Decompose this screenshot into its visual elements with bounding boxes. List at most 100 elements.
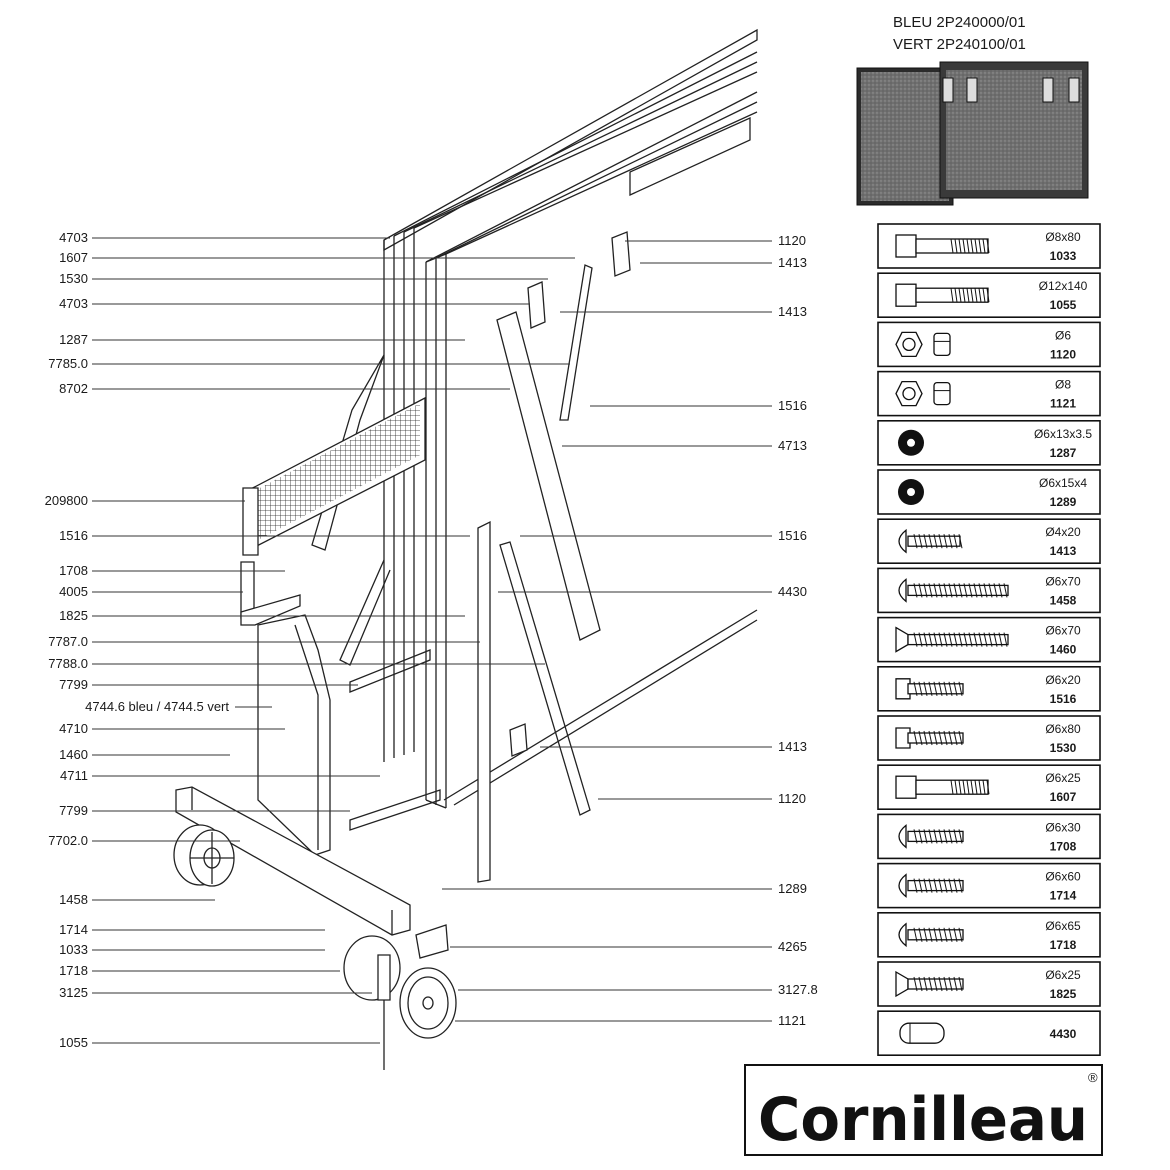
part-code: 1460 (1050, 643, 1077, 657)
part-code: 1287 (1050, 446, 1077, 460)
hex-screw-icon (895, 678, 964, 700)
label-209800: 209800 (45, 493, 88, 508)
part-spec: Ø4x20 (1045, 525, 1081, 539)
label-7702-0: 7702.0 (48, 833, 88, 848)
label-1120-top: 1120 (778, 233, 806, 248)
countersunk-screw-icon (895, 626, 1009, 653)
washer-icon (898, 479, 924, 505)
left-callouts: 4703 1607 1530 4703 1287 7785.0 8702 209… (45, 230, 575, 1050)
part-spec: Ø6x70 (1045, 624, 1081, 638)
label-3125: 3125 (59, 985, 88, 1000)
cornilleau-logo: Cornilleau ® (744, 1064, 1103, 1156)
label-1516-right: 1516 (778, 528, 807, 543)
label-4744: 4744.6 bleu / 4744.5 vert (85, 699, 229, 714)
part-code: 1120 (1050, 347, 1076, 361)
button-bolt-icon (898, 922, 964, 948)
label-7785-0: 7785.0 (48, 356, 88, 371)
washer-icon (898, 429, 924, 456)
label-1055: 1055 (59, 1035, 88, 1050)
label-1530: 1530 (59, 271, 88, 286)
part-box: Ø6x15x4 1289 (877, 469, 1101, 515)
label-4703-mid: 4703 (59, 296, 88, 311)
table-drawing (173, 28, 758, 1070)
label-4713: 4713 (778, 438, 807, 453)
part-code: 1055 (1050, 298, 1077, 312)
table-thumbnail (856, 61, 1089, 206)
part-box: Ø6x13x3.5 1287 (877, 419, 1101, 466)
part-code: 1825 (1050, 987, 1077, 1001)
label-1287: 1287 (59, 332, 88, 347)
part-spec: Ø6x65 (1045, 919, 1081, 933)
label-1718: 1718 (59, 963, 88, 978)
label-7787-0: 7787.0 (48, 634, 88, 649)
label-1607: 1607 (59, 250, 88, 265)
reference-bleu: BLEU 2P240000/01 (893, 14, 1026, 31)
part-spec: Ø6x20 (1045, 673, 1081, 687)
label-7799-bottom: 7799 (59, 803, 88, 818)
label-4710: 4710 (59, 721, 88, 736)
part-code: 1289 (1050, 495, 1077, 509)
label-4430: 4430 (778, 584, 807, 599)
part-spec: Ø6x25 (1045, 771, 1081, 785)
part-box: Ø4x20 1413 (877, 518, 1101, 565)
part-spec: Ø12x140 (1039, 279, 1088, 293)
label-1289: 1289 (778, 881, 807, 896)
right-callouts: 1120 1413 1413 1516 4713 1516 4430 1413 … (442, 233, 818, 1028)
part-box: Ø8x80 1033 (877, 223, 1101, 269)
registered-mark: ® (1088, 1070, 1098, 1085)
label-7799-top: 7799 (59, 677, 88, 692)
part-code: 1516 (1050, 692, 1077, 706)
hex-bolt-icon (895, 775, 990, 799)
label-1708: 1708 (59, 563, 88, 578)
nut-icon (895, 331, 951, 358)
part-spec: Ø8x80 (1045, 230, 1081, 244)
button-bolt-icon (898, 824, 964, 849)
part-spec: Ø6x13x3.5 (1034, 427, 1092, 441)
label-4005: 4005 (59, 584, 88, 599)
part-code: 4430 (1050, 1027, 1077, 1041)
part-box: Ø6x70 1460 (877, 616, 1101, 663)
part-spec: Ø8 (1055, 378, 1071, 392)
label-3127-8: 3127.8 (778, 982, 818, 997)
hex-bolt-icon (895, 234, 990, 258)
label-1516-left: 1516 (59, 528, 88, 543)
label-4703-top: 4703 (59, 230, 88, 245)
label-7788-0: 7788.0 (48, 656, 88, 671)
label-1033: 1033 (59, 942, 88, 957)
screw-icon (898, 528, 963, 554)
label-1458: 1458 (59, 892, 88, 907)
countersunk-bolt-icon (895, 970, 964, 998)
button-bolt-icon (898, 873, 964, 898)
part-code: 1530 (1050, 741, 1077, 755)
part-spec: Ø6 (1055, 328, 1071, 342)
part-box: Ø6x20 1516 (877, 665, 1101, 712)
label-1413-mid: 1413 (778, 304, 807, 319)
label-1714: 1714 (59, 922, 88, 937)
label-1516-upper: 1516 (778, 398, 807, 413)
part-code: 1708 (1050, 839, 1077, 853)
part-spec: Ø6x70 (1045, 574, 1081, 588)
part-box: Ø12x140 1055 (877, 272, 1101, 319)
part-box: 4430 (877, 1010, 1101, 1057)
part-spec: Ø6x15x4 (1039, 476, 1087, 490)
label-1413-bottom: 1413 (778, 739, 807, 754)
label-1413-top: 1413 (778, 255, 807, 270)
wood-screw-icon (898, 578, 1009, 603)
part-code: 1607 (1050, 790, 1077, 804)
label-1121: 1121 (778, 1013, 806, 1028)
part-code: 1033 (1050, 249, 1077, 263)
label-1120-bottom: 1120 (778, 791, 806, 806)
nut-icon (895, 380, 951, 407)
part-spec: Ø6x60 (1045, 870, 1081, 884)
part-code: 1413 (1050, 544, 1077, 558)
part-box: Ø6x25 1607 (877, 764, 1101, 811)
hex-bolt-icon (895, 283, 990, 307)
label-1460: 1460 (59, 747, 88, 762)
part-box: Ø6 1120 (877, 321, 1101, 368)
